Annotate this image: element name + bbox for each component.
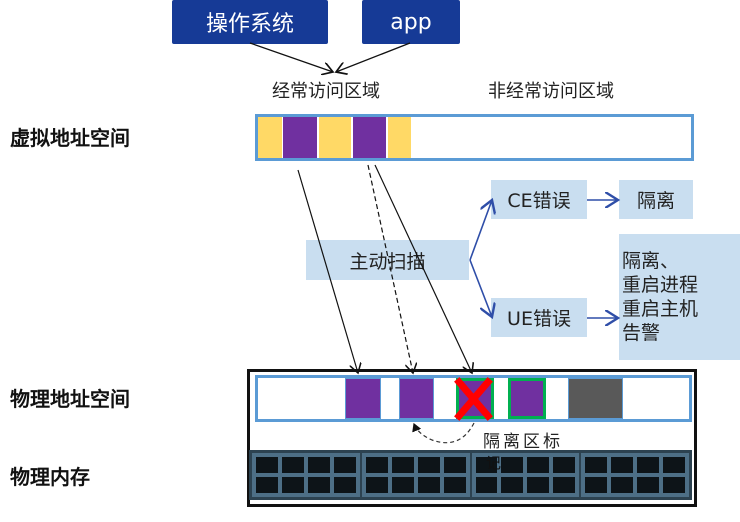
ue-action: 重启主机	[622, 298, 699, 320]
replacement-page	[508, 378, 546, 419]
memory-label: 物理内存	[10, 465, 90, 489]
physical-address-bar	[255, 375, 692, 422]
ue-action: 隔离、	[622, 250, 680, 272]
ue-actions-box: 隔离、 重启进程 重启主机 告警	[619, 234, 740, 360]
virtual-space-label: 虚拟地址空间	[10, 126, 130, 150]
frequent-region-label: 经常访问区域	[272, 81, 380, 102]
mapped-cell	[353, 117, 386, 158]
scan-to-ue-arrow	[469, 259, 492, 317]
physical-page	[399, 378, 434, 419]
remap-dashed-arrow	[367, 164, 413, 373]
ce-error-box: CE错误	[491, 180, 587, 219]
scan-to-ce-arrow	[469, 200, 492, 261]
mapped-cell	[283, 117, 317, 158]
app-box: app	[362, 0, 460, 44]
ue-error-box: UE错误	[491, 298, 587, 337]
virtual-address-bar	[255, 114, 694, 161]
isolation-mark-label-tail: 记	[486, 454, 502, 472]
physical-page	[345, 378, 381, 419]
isolated-page	[568, 378, 623, 419]
memory-module-image	[249, 450, 692, 500]
ue-action: 告警	[622, 322, 661, 344]
isolation-mark-label: 隔离区标	[483, 432, 563, 452]
active-scan-box: 主动扫描	[306, 240, 469, 280]
os-arrow	[249, 42, 333, 72]
isolation-dashed-curve	[412, 422, 475, 444]
os-box: 操作系统	[172, 0, 328, 44]
ce-isolate-box: 隔离	[619, 180, 693, 219]
frequent-cell	[319, 117, 351, 158]
ue-action: 重启进程	[622, 274, 699, 296]
mapping-arrow	[297, 169, 358, 373]
frequent-cell	[258, 117, 282, 158]
error-x-icon	[454, 377, 493, 421]
physical-space-label: 物理地址空间	[10, 387, 130, 411]
infrequent-region-label: 非经常访问区域	[488, 81, 614, 102]
faulty-mapping-arrow	[374, 164, 472, 373]
frequent-cell	[388, 117, 411, 158]
app-arrow	[336, 42, 411, 72]
